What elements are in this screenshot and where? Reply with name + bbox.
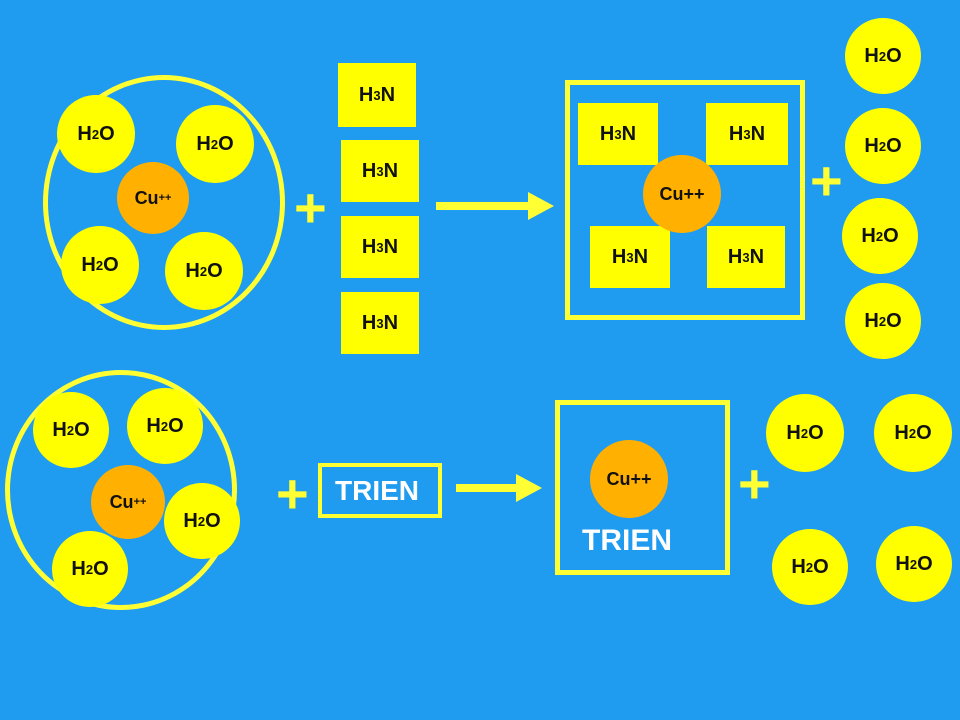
copper-ion: Cu++ — [91, 465, 165, 539]
copper-ion: Cu++ — [643, 155, 721, 233]
reaction-arrow — [436, 192, 554, 220]
hydration-sphere-top — [43, 75, 285, 330]
plus-sign: + — [276, 462, 309, 525]
reaction-arrow — [456, 474, 542, 502]
trien-label: TRIEN — [335, 475, 419, 506]
trien-complex-frame — [555, 400, 730, 575]
copper-ion: Cu++ — [117, 162, 189, 234]
plus-sign: + — [294, 176, 327, 239]
trien-ligand-box — [318, 463, 442, 518]
plus-sign: + — [738, 452, 771, 515]
hydration-sphere-bottom — [5, 370, 237, 610]
plus-sign: + — [810, 149, 843, 212]
trien-label: TRIEN — [582, 524, 672, 557]
copper-ion: Cu++ — [590, 440, 668, 518]
ammine-complex-frame — [565, 80, 805, 320]
